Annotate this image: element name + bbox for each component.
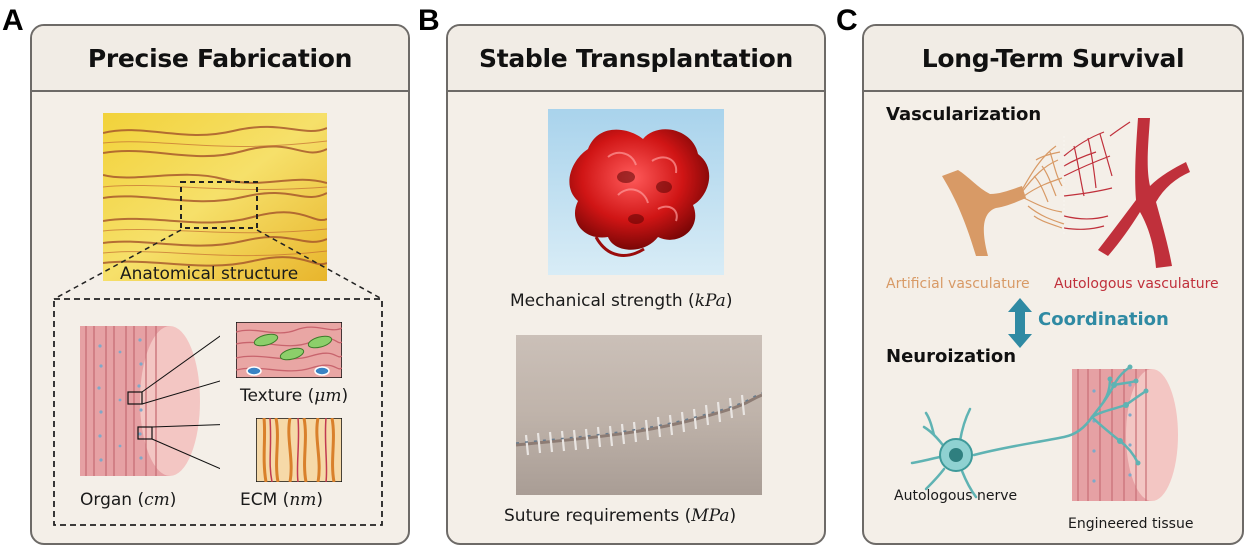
vasculature-diagram bbox=[942, 118, 1190, 268]
anatomical-micrograph bbox=[103, 113, 327, 281]
zoom-lines bbox=[53, 229, 383, 526]
panel-b-letter: B bbox=[418, 4, 440, 37]
neuroization-label: Neuroization bbox=[886, 346, 1017, 367]
engineered-tissue-label: Engineered tissue bbox=[1068, 516, 1194, 532]
organ-cylinder bbox=[80, 326, 220, 476]
panel-a-letter: A bbox=[2, 4, 24, 37]
organ-caption: Organ (cm) bbox=[80, 490, 177, 510]
texture-inset bbox=[236, 322, 342, 378]
panel-a-header: Precise Fabrication bbox=[32, 26, 408, 92]
panel-c-title: Long-Term Survival bbox=[921, 43, 1185, 73]
panel-a: Precise Fabrication Anatom bbox=[30, 24, 410, 545]
anatomical-caption: Anatomical structure bbox=[120, 264, 299, 284]
autologous-vasculature-label: Autologous vasculature bbox=[1054, 276, 1219, 292]
panel-b-title: Stable Transplantation bbox=[479, 43, 793, 73]
hydrogel-photo bbox=[548, 109, 724, 275]
ecm-caption: ECM (nm) bbox=[240, 490, 324, 510]
mechanical-caption: Mechanical strength (kPa) bbox=[510, 291, 733, 311]
neuroization-diagram bbox=[910, 364, 1178, 501]
ecm-inset bbox=[256, 418, 342, 482]
autologous-nerve-label: Autologous nerve bbox=[894, 488, 1018, 504]
panel-a-title: Precise Fabrication bbox=[87, 43, 353, 73]
coordination-arrow-icon bbox=[1008, 298, 1032, 348]
panel-c: Long-Term Survival Vascularization Artif… bbox=[862, 24, 1244, 545]
vascularization-label: Vascularization bbox=[886, 104, 1042, 125]
panel-b: Stable Transplantation Mechanical stre bbox=[446, 24, 826, 545]
texture-caption: Texture (μm) bbox=[240, 386, 349, 406]
panel-c-letter: C bbox=[836, 4, 858, 37]
suture-photo bbox=[516, 335, 762, 495]
artificial-vasculature-label: Artificial vasculature bbox=[886, 276, 1030, 292]
panel-b-header: Stable Transplantation bbox=[448, 26, 824, 92]
coordination-label: Coordination bbox=[1038, 309, 1169, 330]
suture-caption: Suture requirements (MPa) bbox=[504, 506, 737, 526]
panel-c-header: Long-Term Survival bbox=[864, 26, 1242, 92]
